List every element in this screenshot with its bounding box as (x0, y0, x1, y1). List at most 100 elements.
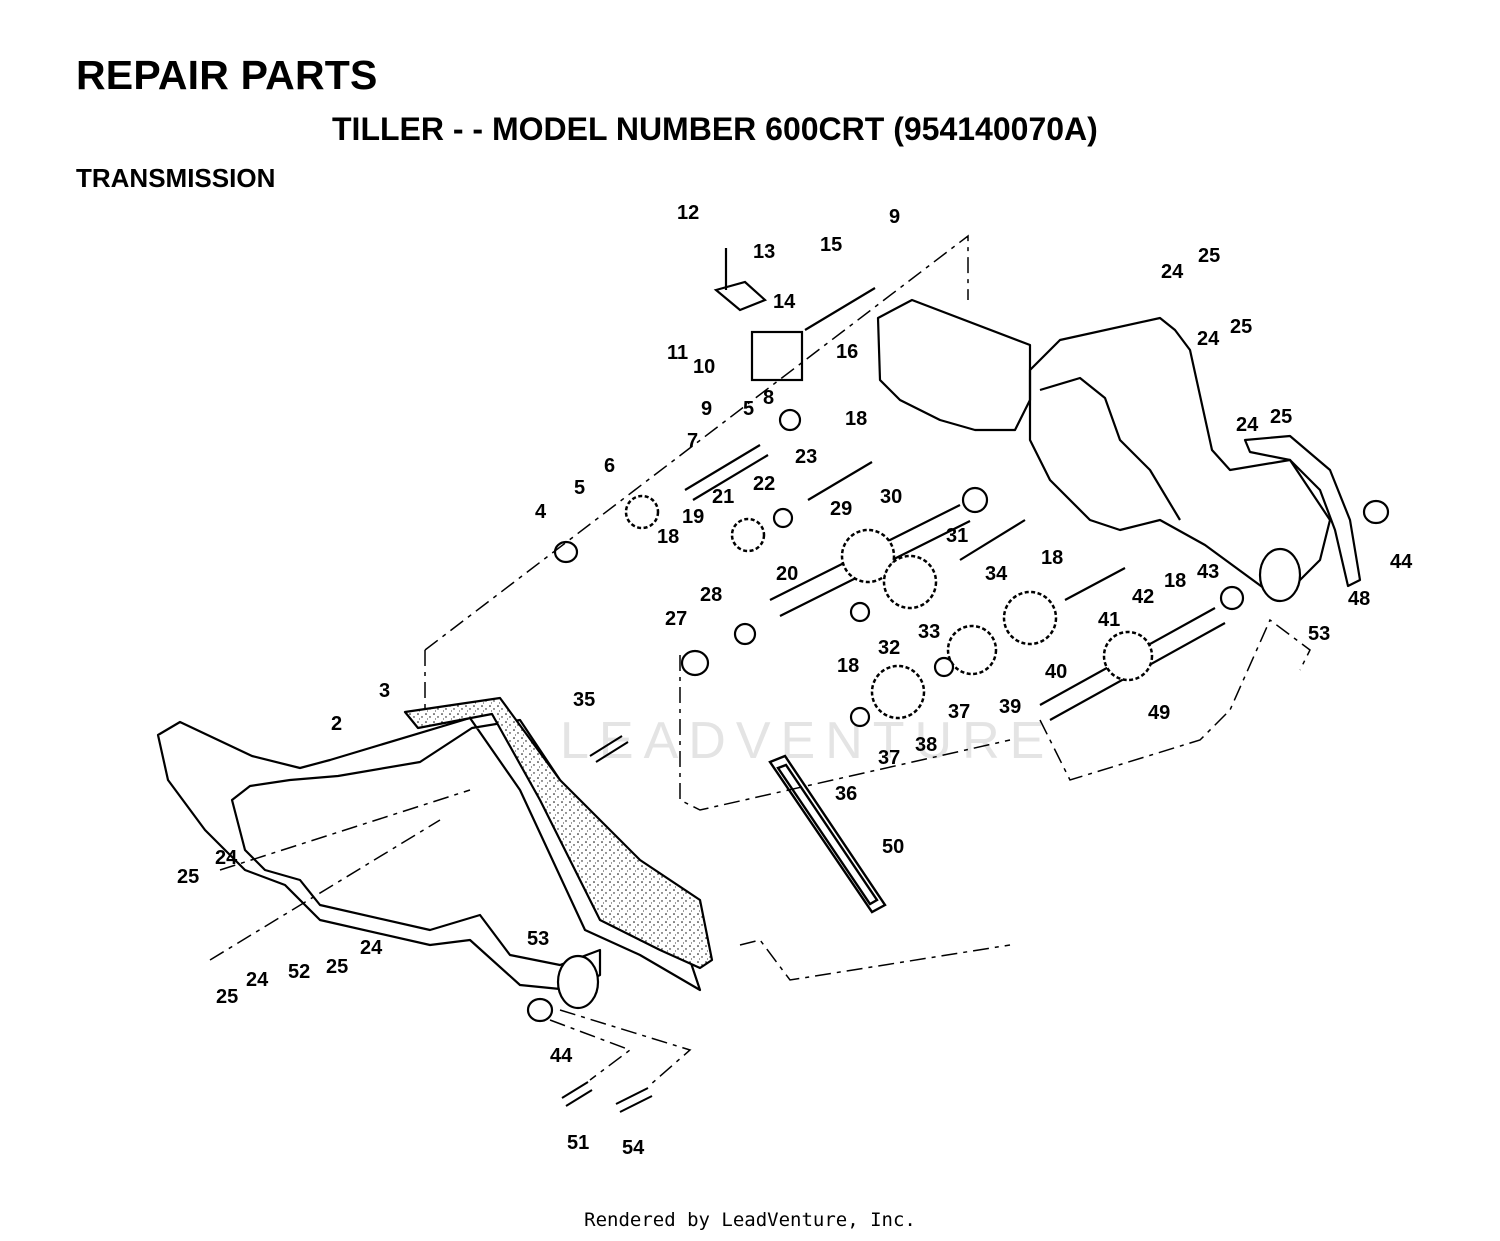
callout-24: 24 (1236, 414, 1259, 436)
bolt-35 (589, 735, 629, 763)
shaft-34 (959, 519, 1026, 561)
shaft-7 (684, 444, 761, 491)
callout-25: 25 (1270, 406, 1292, 428)
callout-37: 37 (948, 701, 970, 723)
shaft-41 (1064, 567, 1126, 601)
callout-21: 21 (712, 486, 734, 508)
sprocket-29 (840, 528, 896, 584)
callout-32: 32 (878, 637, 900, 659)
callout-30: 30 (880, 486, 902, 508)
callout-37: 37 (878, 747, 900, 769)
callout-54: 54 (622, 1137, 645, 1159)
assembly-line-h (219, 789, 471, 871)
callout-5: 5 (743, 398, 754, 420)
gear-21 (730, 517, 766, 553)
bearing-31 (961, 486, 989, 514)
callout-51: 51 (567, 1132, 589, 1154)
shift-plate-13 (713, 280, 768, 312)
callout-50: 50 (882, 836, 904, 858)
page-title: REPAIR PARTS (76, 52, 378, 98)
callout-14: 14 (773, 291, 796, 313)
interlock-bracket-14 (750, 330, 804, 382)
sprocket-33 (882, 554, 938, 610)
callout-12: 12 (677, 202, 699, 224)
bushing-37b (849, 706, 871, 728)
callout-25: 25 (1198, 245, 1220, 267)
callout-25: 25 (1230, 316, 1252, 338)
callout-2: 2 (331, 713, 342, 735)
callout-15: 15 (820, 234, 842, 256)
shaft-7-b (692, 454, 769, 501)
callout-33: 33 (918, 621, 940, 643)
housing-right-inner-edge (1039, 376, 1181, 521)
bushing-28 (733, 622, 757, 646)
assembly-line-e (1039, 618, 1311, 781)
callout-35: 35 (573, 689, 595, 711)
bushing-8 (778, 408, 802, 432)
housing-right-half (1028, 316, 1332, 602)
gasket-3 (403, 696, 714, 970)
callout-31: 31 (946, 525, 968, 547)
callout-19: 19 (682, 506, 704, 528)
bushing-32 (849, 601, 871, 623)
callout-52: 52 (288, 961, 310, 983)
callout-18: 18 (1041, 547, 1063, 569)
callout-10: 10 (693, 356, 715, 378)
callout-24: 24 (246, 969, 269, 991)
callout-53: 53 (527, 928, 549, 950)
callout-38: 38 (915, 734, 937, 756)
callout-18: 18 (845, 408, 867, 430)
bushing-22 (772, 507, 794, 529)
shift-bracket-block (876, 298, 1032, 432)
callout-11: 11 (667, 342, 688, 364)
belt-50 (768, 754, 887, 914)
bushing-43 (1219, 585, 1245, 611)
callout-53: 53 (1308, 623, 1330, 645)
assembly-line-i (209, 819, 441, 961)
callout-18: 18 (1164, 570, 1186, 592)
callout-49: 49 (1148, 702, 1170, 724)
callout-6: 6 (604, 455, 615, 477)
assembly-line-f (549, 1019, 632, 1081)
callout-4: 4 (535, 501, 547, 523)
callout-27: 27 (665, 608, 687, 630)
callout-42: 42 (1132, 586, 1154, 608)
callout-18: 18 (837, 655, 859, 677)
callout-18: 18 (657, 526, 679, 548)
bushing-4 (553, 540, 579, 564)
callout-20: 20 (776, 563, 798, 585)
callout-29: 29 (830, 498, 852, 520)
callout-24: 24 (1161, 261, 1184, 283)
callout-48: 48 (1348, 588, 1370, 610)
callout-41: 41 (1098, 609, 1120, 631)
callout-8: 8 (763, 387, 774, 409)
watermark: LEADVENTURE (560, 712, 1054, 770)
gear-6 (624, 494, 660, 530)
sprocket-38 (870, 664, 926, 720)
callout-44: 44 (550, 1045, 573, 1067)
section-heading: TRANSMISSION (76, 163, 276, 193)
shaft-16 (804, 287, 876, 331)
callout-16: 16 (836, 341, 858, 363)
bolt-54 (615, 1087, 653, 1113)
flange-53-left (556, 954, 600, 1010)
bolt-51 (561, 1081, 593, 1107)
callout-23: 23 (795, 446, 817, 468)
callout-25: 25 (177, 866, 199, 888)
bushing-27 (680, 649, 710, 677)
callout-40: 40 (1045, 661, 1067, 683)
chain-guard (1243, 434, 1362, 588)
callout-24: 24 (360, 937, 383, 959)
callout-24: 24 (215, 847, 238, 869)
assembly-line-d (739, 939, 1011, 981)
callout-43: 43 (1197, 561, 1219, 583)
assembly-line-b (424, 234, 969, 651)
callout-9: 9 (701, 398, 712, 420)
housing-left-half (156, 716, 702, 992)
sprocket-49 (1102, 630, 1154, 682)
callout-9: 9 (889, 206, 900, 228)
model-subtitle: TILLER - - MODEL NUMBER 600CRT (95414007… (332, 111, 1098, 147)
bearing-44-left (526, 997, 554, 1023)
callout-25: 25 (216, 986, 238, 1008)
